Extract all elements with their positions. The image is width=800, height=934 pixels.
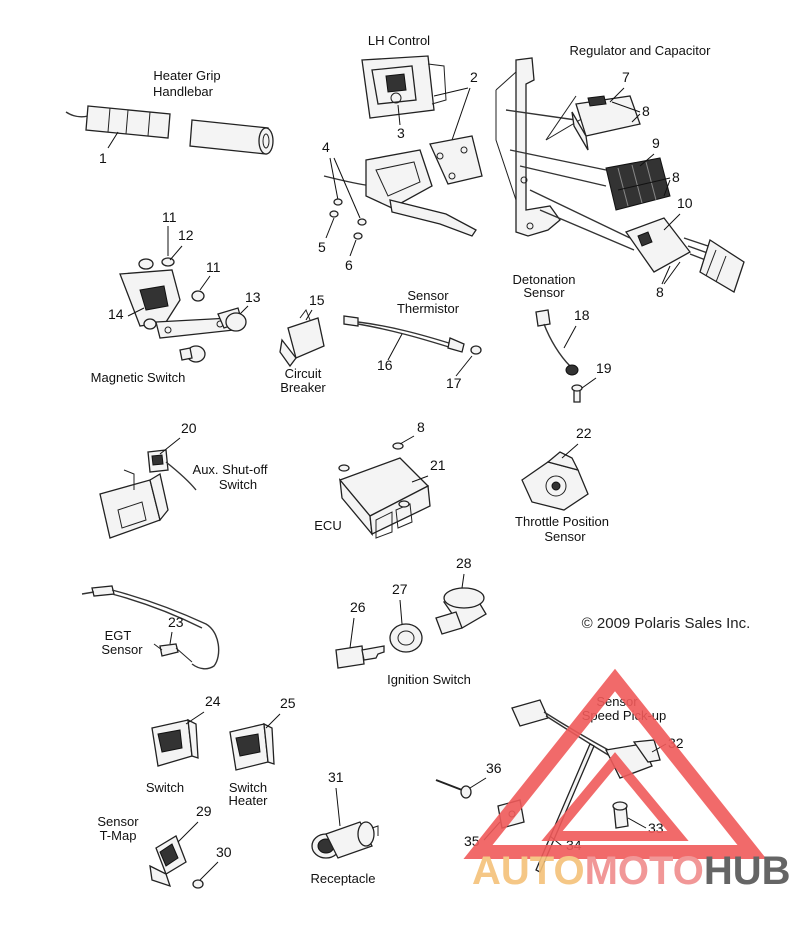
egt-label: EGT xyxy=(105,628,132,643)
callout-17: 17 xyxy=(446,375,462,391)
callout-5: 5 xyxy=(318,239,326,255)
callout-12: 12 xyxy=(178,227,194,243)
watermark-moto: MOTO xyxy=(585,849,704,893)
throttle-sensor-label: Sensor xyxy=(544,529,586,544)
regulator xyxy=(605,157,671,211)
connector-10 xyxy=(624,217,745,293)
sensor-thermistor-label-1: Sensor xyxy=(407,288,449,303)
circuit-breaker xyxy=(279,308,325,368)
receptacle-label: Receptacle xyxy=(310,871,375,886)
tmap-label: T-Map xyxy=(100,828,137,843)
callout-30: 30 xyxy=(216,844,232,860)
lh-control-switch-body xyxy=(323,135,483,237)
copyright-text: © 2009 Polaris Sales Inc. xyxy=(582,615,751,632)
watermark-triangle-inner xyxy=(541,752,689,841)
callout-26: 26 xyxy=(350,599,366,615)
callout-8d: 8 xyxy=(417,419,425,435)
callout-19: 19 xyxy=(596,360,612,376)
callout-16: 16 xyxy=(377,357,393,373)
screw-4-5 xyxy=(329,198,367,240)
callout-22: 22 xyxy=(576,425,592,441)
regulator-capacitor-label: Regulator and Capacitor xyxy=(570,43,712,58)
watermark-triangle xyxy=(463,668,767,859)
aux-shutoff-switch xyxy=(99,449,197,539)
callout-21: 21 xyxy=(430,457,446,473)
push-rivet-36 xyxy=(435,779,472,799)
handlebar-label: Handlebar xyxy=(153,84,214,99)
watermark-hub: HUB xyxy=(704,849,791,893)
callout-29: 29 xyxy=(196,803,212,819)
callout-14: 14 xyxy=(108,306,124,322)
callout-25: 25 xyxy=(280,695,296,711)
ignition-nut xyxy=(389,623,423,653)
watermark-text: AUTOMOTOHUB xyxy=(472,849,791,893)
tmap-sensor-label-1: Sensor xyxy=(97,814,139,829)
switch-heater-label-1: Switch xyxy=(229,780,267,795)
egt-sensor xyxy=(81,585,220,670)
ecu-module xyxy=(338,442,431,539)
magnetic-switch-label: Magnetic Switch xyxy=(91,370,186,385)
capacitor xyxy=(571,95,641,151)
sensor-thermistor xyxy=(343,315,482,355)
callout-31: 31 xyxy=(328,769,344,785)
callout-28: 28 xyxy=(456,555,472,571)
ignition-key xyxy=(335,645,385,669)
breaker-label: Breaker xyxy=(280,380,326,395)
detonation-label: Detonation xyxy=(513,272,576,287)
ignition-switch-label: Ignition Switch xyxy=(387,672,471,687)
lh-control-label: LH Control xyxy=(368,33,430,48)
callout-9: 9 xyxy=(652,135,660,151)
detonation-sensor-label: Sensor xyxy=(523,285,565,300)
watermark-auto: AUTO xyxy=(472,849,585,893)
callout-13: 13 xyxy=(245,289,261,305)
callout-2: 2 xyxy=(470,69,478,85)
tmap-sensor xyxy=(149,835,204,889)
aux-shutoff-label: Aux. Shut-off xyxy=(193,462,268,477)
callout-8a: 8 xyxy=(642,103,650,119)
receptacle xyxy=(311,821,379,859)
callout-27: 27 xyxy=(392,581,408,597)
watermark-logo: AUTOMOTOHUB xyxy=(463,668,791,893)
callout-1: 1 xyxy=(99,150,107,166)
callout-23: 23 xyxy=(168,614,184,630)
callout-11b: 11 xyxy=(206,259,221,275)
heater-grip-label: Heater Grip xyxy=(153,68,220,83)
callout-3: 3 xyxy=(397,125,405,141)
aux-switch-label: Switch xyxy=(219,477,257,492)
callout-10: 10 xyxy=(677,195,693,211)
sensor-thermistor-label-2: Thermistor xyxy=(397,301,460,316)
callout-8c: 8 xyxy=(656,284,664,300)
ecu-label: ECU xyxy=(314,518,341,533)
callout-4: 4 xyxy=(322,139,330,155)
callout-24: 24 xyxy=(205,693,221,709)
throttle-position-sensor xyxy=(521,451,589,511)
throttle-position-label: Throttle Position xyxy=(515,514,609,529)
switch-label: Switch xyxy=(146,780,184,795)
detonation-sensor xyxy=(535,309,583,403)
callout-11a: 11 xyxy=(162,209,177,225)
callout-20: 20 xyxy=(181,420,197,436)
circuit-label: Circuit xyxy=(285,366,322,381)
switch-25 xyxy=(229,722,275,771)
ignition-switch-body xyxy=(435,587,487,635)
switch-heater-label-2: Heater xyxy=(228,793,268,808)
callout-7: 7 xyxy=(622,69,630,85)
heater-grip-assembly xyxy=(65,105,274,155)
callout-15: 15 xyxy=(309,292,325,308)
lh-control-housing xyxy=(361,55,447,119)
callout-36: 36 xyxy=(486,760,502,776)
egt-sensor-label: Sensor xyxy=(101,642,143,657)
callout-6: 6 xyxy=(345,257,353,273)
switch-24 xyxy=(151,718,199,767)
regulator-bracket xyxy=(495,57,561,237)
callout-18: 18 xyxy=(574,307,590,323)
callout-8b: 8 xyxy=(672,169,680,185)
